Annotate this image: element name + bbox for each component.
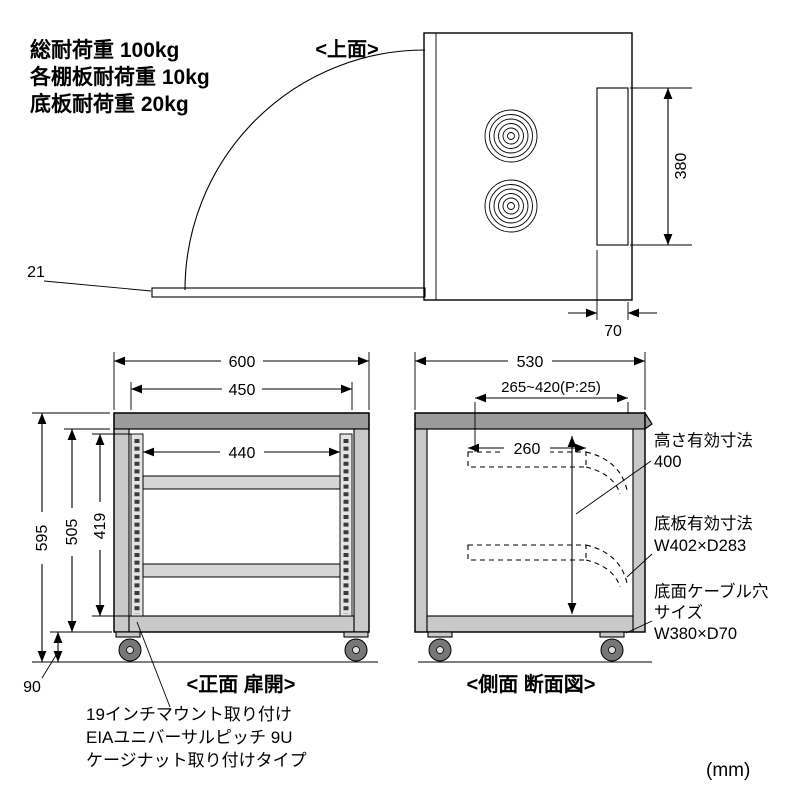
mount-note-line2: EIAユニバーサルピッチ 9U bbox=[86, 728, 293, 747]
leader-bottom-plate bbox=[626, 553, 653, 578]
bottom-load-text: 底板耐荷重 20kg bbox=[30, 92, 189, 116]
shelf-range-curve-2b bbox=[585, 559, 621, 588]
dim-505: 505 bbox=[64, 519, 81, 546]
front-left-wall bbox=[113, 428, 130, 633]
gap-505 bbox=[64, 508, 80, 556]
bottom-plate-label: 底板有効寸法 bbox=[654, 514, 753, 533]
front-view: 600 450 440 595 505 419 90 <正面 扉開> bbox=[23, 352, 378, 770]
gap-530 bbox=[508, 353, 552, 370]
front-right-wall bbox=[353, 428, 370, 633]
mount-note-line3: ケージナット取り付けタイプ bbox=[86, 751, 307, 770]
side-caster-hub-right bbox=[608, 646, 616, 654]
side-view-label: <側面 断面図> bbox=[467, 672, 596, 696]
gap-440 bbox=[220, 444, 264, 460]
caster-hub-right bbox=[352, 646, 360, 654]
door-thickness-leader bbox=[43, 280, 152, 292]
effective-height-value: 400 bbox=[654, 453, 682, 471]
leader-cable-hole bbox=[625, 620, 653, 634]
side-bottom-panel bbox=[426, 615, 634, 633]
caster-plate-right bbox=[343, 631, 369, 638]
caster-hub-left bbox=[126, 646, 134, 654]
side-body-outline bbox=[414, 412, 646, 633]
dim-380: 380 bbox=[673, 153, 690, 180]
shelf-range-curve-2a bbox=[585, 544, 628, 584]
effective-height-label: 高さ有効寸法 bbox=[654, 431, 753, 450]
unit-note: (mm) bbox=[706, 760, 750, 781]
side-caster-hub-left bbox=[436, 646, 444, 654]
cable-hole-label-2: サイズ bbox=[654, 603, 703, 622]
dim-shelf-range: 265~420(P:25) bbox=[501, 379, 601, 396]
dim-door-thickness: 21 bbox=[27, 264, 45, 281]
gap-260 bbox=[504, 440, 550, 456]
side-view: 260 265~420(P:25) 530 高さ有効寸法 400 底板有効寸法 … bbox=[414, 352, 769, 696]
side-top-front-edge bbox=[644, 410, 653, 431]
front-view-label: <正面 扉開> bbox=[187, 672, 296, 696]
front-body-outline bbox=[113, 412, 370, 633]
shelf-range-curve-1b bbox=[585, 466, 621, 495]
gap-600 bbox=[221, 352, 263, 369]
load-spec-block: 総耐荷重 100kg 各棚板耐荷重 10kg 底板耐荷重 20kg bbox=[29, 38, 210, 116]
shelf-position-2 bbox=[467, 544, 587, 561]
shelf-board-1 bbox=[142, 475, 341, 490]
front-top-panel bbox=[113, 412, 370, 430]
side-caster-plate-left bbox=[427, 631, 453, 638]
leader-90 bbox=[41, 651, 59, 679]
side-top-panel bbox=[414, 412, 646, 430]
gap-419 bbox=[92, 502, 108, 550]
side-caster-plate-right bbox=[599, 631, 625, 638]
shelf-board-2 bbox=[142, 563, 341, 578]
dim-90: 90 bbox=[23, 679, 41, 696]
fan-vent-icon-1 bbox=[484, 109, 538, 163]
open-door-panel bbox=[151, 287, 426, 298]
note-leader bbox=[136, 621, 171, 708]
mount-note-line1: 19インチマウント取り付け bbox=[86, 705, 292, 724]
leader-effective-height bbox=[575, 460, 652, 515]
dim-70: 70 bbox=[604, 323, 622, 340]
dim-600: 600 bbox=[229, 354, 256, 371]
side-front-wall bbox=[632, 428, 646, 633]
top-view: <上面> 21 380 70 bbox=[27, 32, 692, 340]
caster-plate-left bbox=[115, 631, 141, 638]
shelf-range-curve-1a bbox=[585, 451, 628, 491]
shelf-load-text: 各棚板耐荷重 10kg bbox=[29, 65, 210, 89]
dim-530: 530 bbox=[517, 354, 544, 371]
front-bottom-panel bbox=[128, 615, 355, 633]
gap-595 bbox=[34, 512, 50, 564]
dim-260: 260 bbox=[514, 441, 541, 458]
bottom-plate-value: W402×D283 bbox=[654, 537, 746, 555]
dim-440: 440 bbox=[229, 445, 256, 462]
cable-hole-label-1: 底面ケーブル穴 bbox=[654, 581, 769, 601]
total-load-text: 総耐荷重 100kg bbox=[30, 38, 179, 62]
top-view-body bbox=[423, 32, 633, 301]
fan-vent-icon-2 bbox=[484, 179, 538, 233]
gap-450 bbox=[222, 381, 262, 397]
dim-595: 595 bbox=[34, 525, 51, 552]
rear-slot bbox=[596, 87, 629, 246]
side-rear-wall bbox=[414, 428, 428, 633]
top-view-label: <上面> bbox=[315, 38, 378, 61]
dim-419: 419 bbox=[92, 513, 109, 540]
dim-450: 450 bbox=[229, 382, 256, 399]
cable-hole-value: W380×D70 bbox=[654, 625, 737, 643]
door-swing-arc bbox=[184, 49, 426, 291]
